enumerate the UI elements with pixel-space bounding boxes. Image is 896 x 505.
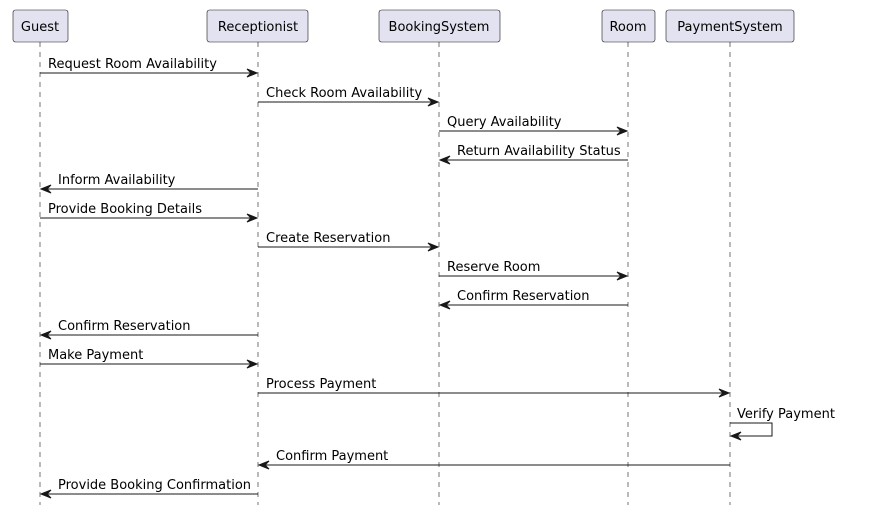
participant-booking: BookingSystem (378, 9, 501, 43)
message-14: Confirm Payment (257, 449, 730, 470)
arrowhead (246, 68, 259, 78)
message-label: Request Room Availability (48, 57, 217, 72)
participant-box (378, 9, 501, 43)
arrowhead (39, 184, 52, 194)
participant-box (601, 9, 656, 43)
message-5: Inform Availability (39, 173, 258, 194)
message-label: Reserve Room (447, 260, 540, 275)
message-label: Create Reservation (266, 231, 390, 246)
message-label: Return Availability Status (457, 144, 621, 159)
message-15: Provide Booking Confirmation (39, 478, 258, 499)
participant-label: Receptionist (218, 20, 298, 35)
arrowhead (39, 489, 52, 499)
arrowhead (438, 155, 451, 165)
arrowhead (246, 213, 259, 223)
message-10: Confirm Reservation (39, 319, 258, 340)
participant-label: BookingSystem (389, 20, 490, 35)
message-11: Make Payment (40, 348, 259, 369)
message-label: Confirm Reservation (58, 319, 191, 334)
participant-guest: Guest (12, 9, 69, 43)
participant-box (206, 9, 309, 43)
message-2: Check Room Availability (258, 86, 440, 107)
message-label: Provide Booking Details (48, 202, 202, 217)
arrowhead (438, 300, 451, 310)
participant-box (12, 9, 69, 43)
arrowhead (616, 126, 629, 136)
arrowhead (257, 460, 270, 470)
arrowhead (729, 431, 742, 441)
message-line (730, 422, 773, 437)
message-6: Provide Booking Details (40, 202, 259, 223)
arrowhead (427, 242, 440, 252)
message-label: Confirm Reservation (457, 289, 590, 304)
message-label: Check Room Availability (266, 86, 422, 101)
message-9: Confirm Reservation (438, 289, 628, 310)
arrowhead (427, 97, 440, 107)
participant-payment: PaymentSystem (665, 9, 795, 43)
participant-room: Room (601, 9, 656, 43)
participant-label: PaymentSystem (677, 20, 782, 35)
message-4: Return Availability Status (438, 144, 628, 165)
message-13: Verify Payment (729, 407, 835, 441)
message-7: Create Reservation (258, 231, 440, 252)
message-8: Reserve Room (439, 260, 629, 281)
message-1: Request Room Availability (40, 57, 259, 78)
message-label: Process Payment (266, 377, 376, 392)
message-label: Inform Availability (58, 173, 176, 188)
arrowhead (39, 330, 52, 340)
participant-label: Room (609, 20, 646, 35)
participant-box (665, 9, 795, 43)
message-label: Query Availability (447, 115, 562, 130)
arrowhead (616, 271, 629, 281)
message-12: Process Payment (258, 377, 731, 398)
participant-receptionist: Receptionist (206, 9, 309, 43)
participant-label: Guest (21, 20, 59, 35)
message-label: Provide Booking Confirmation (58, 478, 251, 493)
message-label: Verify Payment (737, 407, 835, 422)
arrowhead (246, 359, 259, 369)
message-label: Confirm Payment (276, 449, 388, 464)
message-3: Query Availability (439, 115, 629, 136)
message-label: Make Payment (48, 348, 143, 363)
arrowhead (718, 388, 731, 398)
